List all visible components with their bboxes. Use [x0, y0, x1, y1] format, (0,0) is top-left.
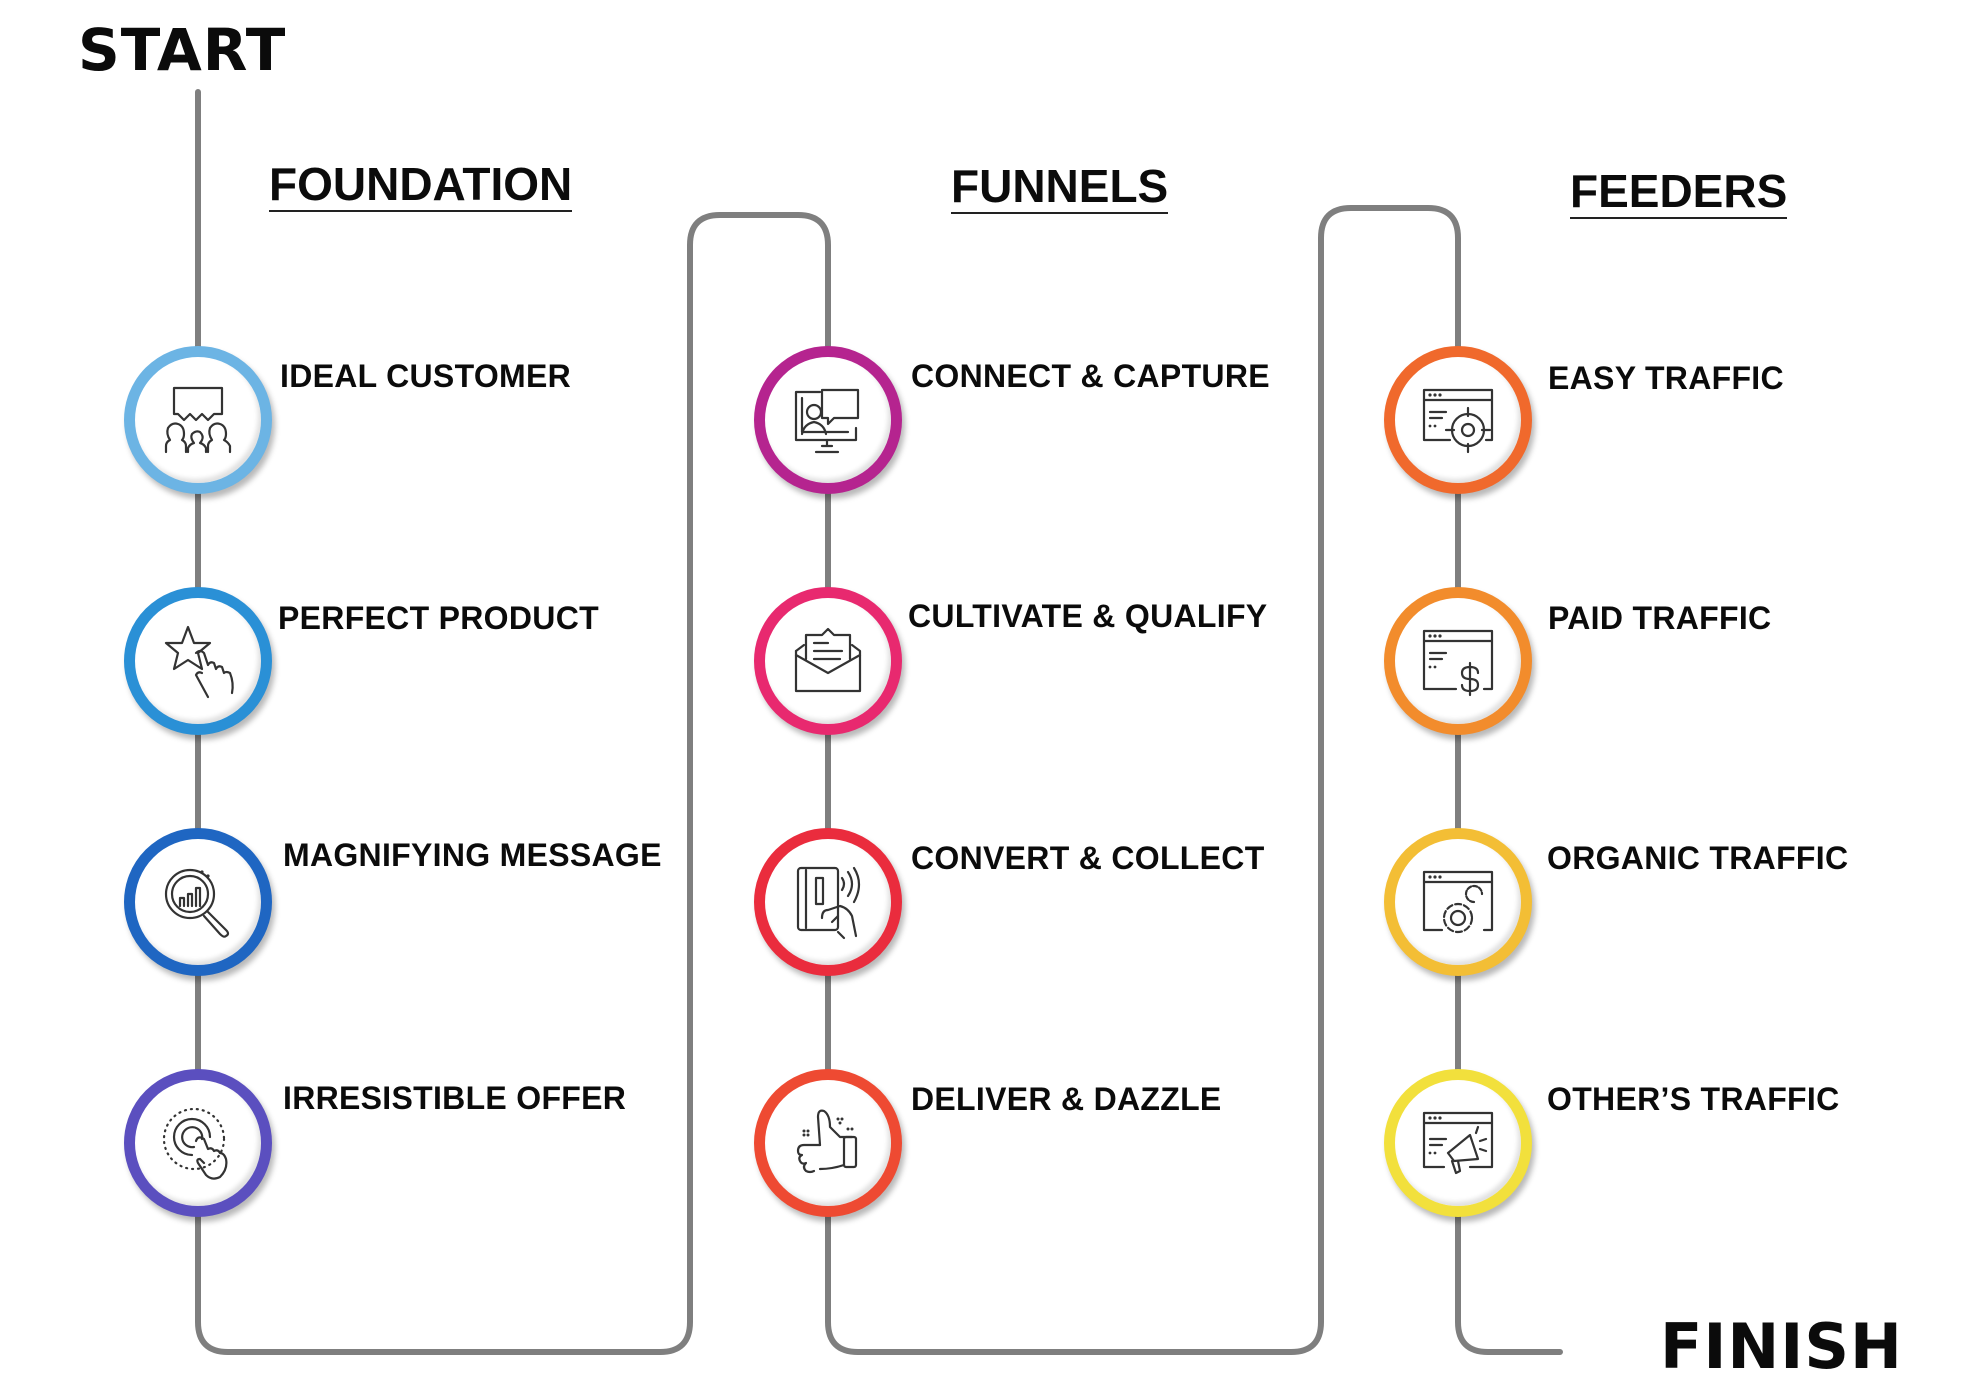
step-easy-traffic-label: EASY TRAFFIC [1548, 360, 1784, 396]
browser-gears-icon [1422, 870, 1494, 934]
step-organic-traffic-node[interactable] [1384, 828, 1532, 976]
step-paid-traffic-label: PAID TRAFFIC [1548, 600, 1772, 636]
step-perfect-product-node[interactable] [124, 587, 272, 735]
thumbs-up-icon [796, 1109, 858, 1174]
heading-funnels: FUNNELS [951, 162, 1169, 215]
step-magnifying-message-label: MAGNIFYING MESSAGE [283, 837, 662, 873]
heading-foundation: FOUNDATION [269, 160, 573, 213]
step-connect-capture-label: CONNECT & CAPTURE [911, 358, 1270, 394]
step-cultivate-qualify-node[interactable] [754, 587, 902, 735]
step-others-traffic-label: OTHER’S TRAFFIC [1547, 1081, 1840, 1117]
step-organic-traffic-label: ORGANIC TRAFFIC [1547, 840, 1849, 876]
finish-label: FINISH [1660, 1310, 1903, 1383]
step-connect-capture-node[interactable] [754, 346, 902, 494]
magnifier-chart-icon [164, 868, 230, 938]
step-others-traffic-node[interactable] [1384, 1069, 1532, 1217]
browser-target-icon [1422, 388, 1494, 454]
step-paid-traffic-node[interactable] [1384, 587, 1532, 735]
click-target-icon [162, 1107, 228, 1180]
browser-megaphone-icon [1422, 1111, 1494, 1175]
step-cultivate-qualify-label: CULTIVATE & QUALIFY [908, 598, 1268, 634]
start-label: START [78, 16, 287, 84]
audience-speech-icon [164, 386, 232, 454]
open-envelope-icon [794, 627, 862, 693]
step-magnifying-message-node[interactable] [124, 828, 272, 976]
connector-line [195, 89, 1563, 1355]
star-hand-icon [164, 625, 234, 699]
step-perfect-product-label: PERFECT PRODUCT [278, 600, 599, 636]
step-ideal-customer-label: IDEAL CUSTOMER [280, 358, 572, 394]
step-deliver-dazzle-node[interactable] [754, 1069, 902, 1217]
browser-dollar-icon [1422, 629, 1494, 697]
step-convert-collect-node[interactable] [754, 828, 902, 976]
step-irresistible-offer-label: IRRESISTIBLE OFFER [283, 1080, 627, 1116]
monitor-chat-icon [794, 388, 860, 454]
step-easy-traffic-node[interactable] [1384, 346, 1532, 494]
heading-feeders: FEEDERS [1570, 167, 1788, 220]
step-deliver-dazzle-label: DELIVER & DAZZLE [911, 1081, 1222, 1117]
step-irresistible-offer-node[interactable] [124, 1069, 272, 1217]
step-ideal-customer-node[interactable] [124, 346, 272, 494]
contactless-card-icon [796, 866, 861, 940]
step-convert-collect-label: CONVERT & COLLECT [911, 840, 1265, 876]
